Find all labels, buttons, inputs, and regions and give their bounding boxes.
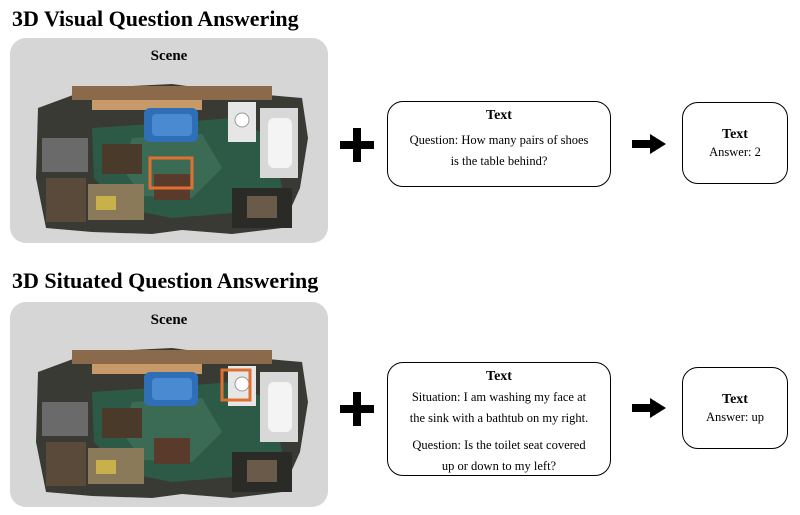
sqa-answer-title: Text [722, 392, 748, 407]
vqa-scene-image [35, 83, 309, 234]
sqa-section-title: 3D Situated Question Answering [12, 268, 319, 293]
vqa-text-title: Text [486, 108, 512, 123]
vqa-scene-panel: Scene [10, 38, 328, 243]
sqa-scene-image [35, 347, 309, 498]
sqa-text-title: Text [486, 369, 512, 384]
sqa-text-box: Text Situation: I am washing my face at … [387, 362, 611, 476]
sqa-situation-line: the sink with a bathtub on my right. [409, 411, 589, 425]
vqa-answer-box: Text Answer: 2 [682, 102, 788, 184]
vqa-target-highlight [148, 156, 194, 190]
sqa-target-highlight [220, 368, 252, 402]
vqa-text-box: Text Question: How many pairs of shoes i… [387, 101, 611, 187]
vqa-plus-icon [340, 128, 374, 162]
vqa-answer-text: Answer: 2 [709, 145, 761, 159]
sqa-question-line: up or down to my left? [441, 459, 557, 473]
vqa-section-title: 3D Visual Question Answering [12, 6, 299, 31]
vqa-scene-label: Scene [150, 48, 188, 64]
sqa-scene-label: Scene [150, 312, 188, 328]
vqa-answer-title: Text [722, 127, 748, 142]
sqa-plus-icon [340, 392, 374, 426]
vqa-question-line: Question: How many pairs of shoes [409, 133, 589, 147]
sqa-answer-text: Answer: up [706, 410, 764, 424]
sqa-question-line: Question: Is the toilet seat covered [412, 438, 586, 452]
sqa-scene-panel: Scene [10, 302, 328, 507]
vqa-arrow-icon [632, 134, 666, 154]
sqa-answer-box: Text Answer: up [682, 367, 788, 449]
sqa-situation-line: Situation: I am washing my face at [411, 390, 587, 404]
sqa-arrow-icon [632, 398, 666, 418]
vqa-question-line: is the table behind? [450, 154, 548, 168]
